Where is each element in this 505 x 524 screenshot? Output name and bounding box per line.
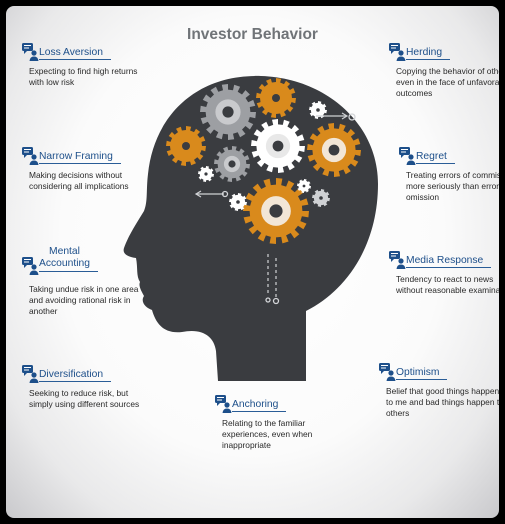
item-description: Treating errors of commission more serio… (406, 170, 499, 202)
item-description: Seeking to reduce risk, but simply using… (29, 388, 140, 409)
head-silhouette (123, 75, 379, 381)
item-description: Taking undue risk in one area and avoidi… (29, 284, 139, 316)
gear-icon (251, 119, 305, 173)
item-label: Loss Aversion (39, 47, 111, 60)
gear-icon (309, 101, 327, 119)
item-label: Optimism (396, 367, 448, 380)
infographic-frame: Investor Behavior (6, 6, 499, 518)
speech-bubble-person-icon (388, 42, 408, 62)
gear-icon (307, 123, 361, 177)
item-label: Anchoring (232, 399, 287, 412)
gear-icon (200, 84, 256, 140)
gear-icon (198, 166, 214, 182)
item-description: Copying the behavior of others even in t… (396, 66, 499, 98)
item-optimism: Optimism Belief that good things happen … (378, 362, 499, 419)
item-description: Belief that good things happen to me and… (386, 386, 499, 418)
item-anchoring: Anchoring Relating to the familiar exper… (214, 394, 342, 451)
speech-bubble-person-icon (378, 362, 398, 382)
gear-icon (297, 179, 311, 193)
speech-bubble-person-icon (21, 256, 41, 276)
speech-bubble-person-icon (21, 364, 41, 384)
speech-bubble-person-icon (214, 394, 234, 414)
gear-icon (312, 189, 330, 207)
gear-icon (166, 126, 206, 166)
speech-bubble-person-icon (388, 250, 408, 270)
item-label: Regret (416, 151, 455, 164)
item-regret: Regret Treating errors of commission mor… (398, 146, 499, 203)
gear-icon (243, 178, 309, 244)
speech-bubble-person-icon (21, 42, 41, 62)
item-description: Making decisions without considering all… (29, 170, 129, 191)
item-label: Media Response (406, 255, 492, 268)
item-label: Herding (406, 47, 451, 60)
gear-icon (256, 78, 296, 118)
gear-icon (214, 146, 250, 182)
item-label: Narrow Framing (39, 151, 121, 164)
item-herding: Herding Copying the behavior of others e… (388, 42, 499, 99)
item-diversification: Diversification Seeking to reduce risk, … (21, 364, 149, 410)
page-title: Investor Behavior (187, 26, 318, 43)
speech-bubble-person-icon (21, 146, 41, 166)
gear-icon (229, 193, 247, 211)
item-narrow-framing: Narrow Framing Making decisions without … (21, 146, 149, 192)
item-label: Diversification (39, 369, 112, 382)
item-description: Tendency to react to news without reason… (396, 274, 499, 295)
item-description: Expecting to find high returns with low … (29, 66, 138, 87)
speech-bubble-person-icon (398, 146, 418, 166)
item-loss-aversion: Loss Aversion Expecting to find high ret… (21, 42, 149, 88)
item-media-response: Media Response Tendency to react to news… (388, 250, 499, 296)
item-description: Relating to the familiar experiences, ev… (222, 418, 313, 450)
